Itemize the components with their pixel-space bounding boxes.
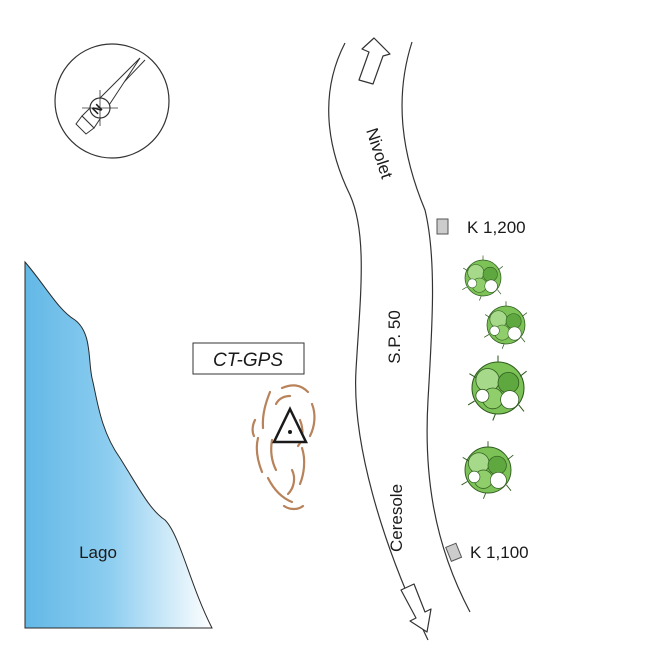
km-marker-1200: K 1,200 [436, 218, 526, 237]
km-marker-icon [445, 542, 463, 562]
station-label: CT-GPS [213, 350, 283, 371]
arrow-south-icon [400, 583, 432, 633]
trees [461, 255, 528, 500]
road-label-sp50: S.P. 50 [385, 310, 404, 364]
arrow-north-icon [358, 37, 391, 85]
tree-icon [461, 440, 514, 500]
km-marker-label: K 1,100 [470, 543, 529, 562]
station-label-box: CT-GPS [192, 342, 305, 375]
road-label-ceresole: Ceresole [387, 484, 406, 552]
lake: Lago [24, 260, 213, 629]
gps-station-icon [272, 406, 308, 444]
tree-icon [461, 255, 504, 301]
tree-icon [467, 354, 528, 422]
road: Nivolet S.P. 50 Ceresole [328, 37, 471, 641]
road-label-nivolet: Nivolet [362, 126, 396, 182]
rock-outcrop [251, 384, 316, 511]
km-marker-icon [436, 218, 449, 235]
tree-icon [483, 300, 528, 350]
road-right-edge [401, 41, 471, 613]
road-left-edge [328, 42, 429, 641]
compass-icon: N [54, 43, 170, 159]
lake-area [24, 260, 213, 629]
lake-label: Lago [79, 543, 117, 562]
km-marker-label: K 1,200 [467, 218, 526, 237]
km-marker-1100: K 1,100 [445, 542, 529, 562]
